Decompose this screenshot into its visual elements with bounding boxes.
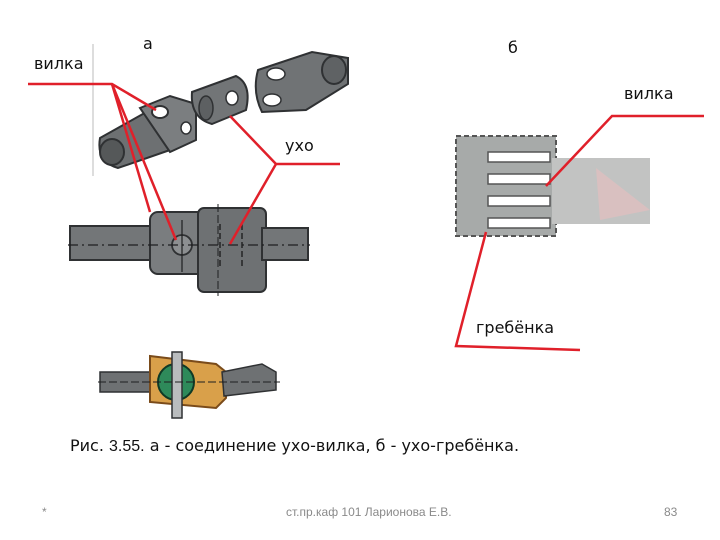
caption-prefix: Рис. (70, 436, 110, 455)
leader-vilka-left-3 (110, 83, 152, 213)
fork-3d-left (98, 94, 197, 170)
caption-text: а - соединение ухо-вилка, б - ухо-гребён… (144, 436, 520, 455)
figure-caption: Рис. 3.55. а - соединение ухо-вилка, б -… (70, 436, 519, 456)
leader-vilka-left (28, 82, 157, 112)
label-ukho: ухо (285, 136, 314, 155)
leader-vilka-right (545, 114, 704, 187)
leader-lines (28, 82, 704, 352)
label-vilka-right: вилка (624, 84, 674, 103)
fork-3d-right (254, 50, 349, 114)
footer-author: ст.пр.каф 101 Ларионова Е.В. (286, 505, 452, 519)
leader-grebenka (454, 231, 581, 352)
joint-section-colored (98, 351, 280, 419)
label-b: б (508, 38, 518, 57)
leader-ukho-2 (228, 163, 278, 245)
eye-3d-middle (190, 74, 249, 126)
footer-page-number: 83 (664, 505, 678, 519)
footer-bullet: * (42, 505, 47, 519)
joint-assembly-drawing (68, 204, 310, 296)
label-grebenka: гребёнка (476, 318, 555, 337)
leader-vilka-left-2 (110, 83, 178, 241)
label-vilka-left: вилка (34, 54, 84, 73)
caption-number: 3.55. (109, 438, 145, 455)
label-a: а (143, 34, 153, 53)
comb-drawing (455, 135, 650, 237)
